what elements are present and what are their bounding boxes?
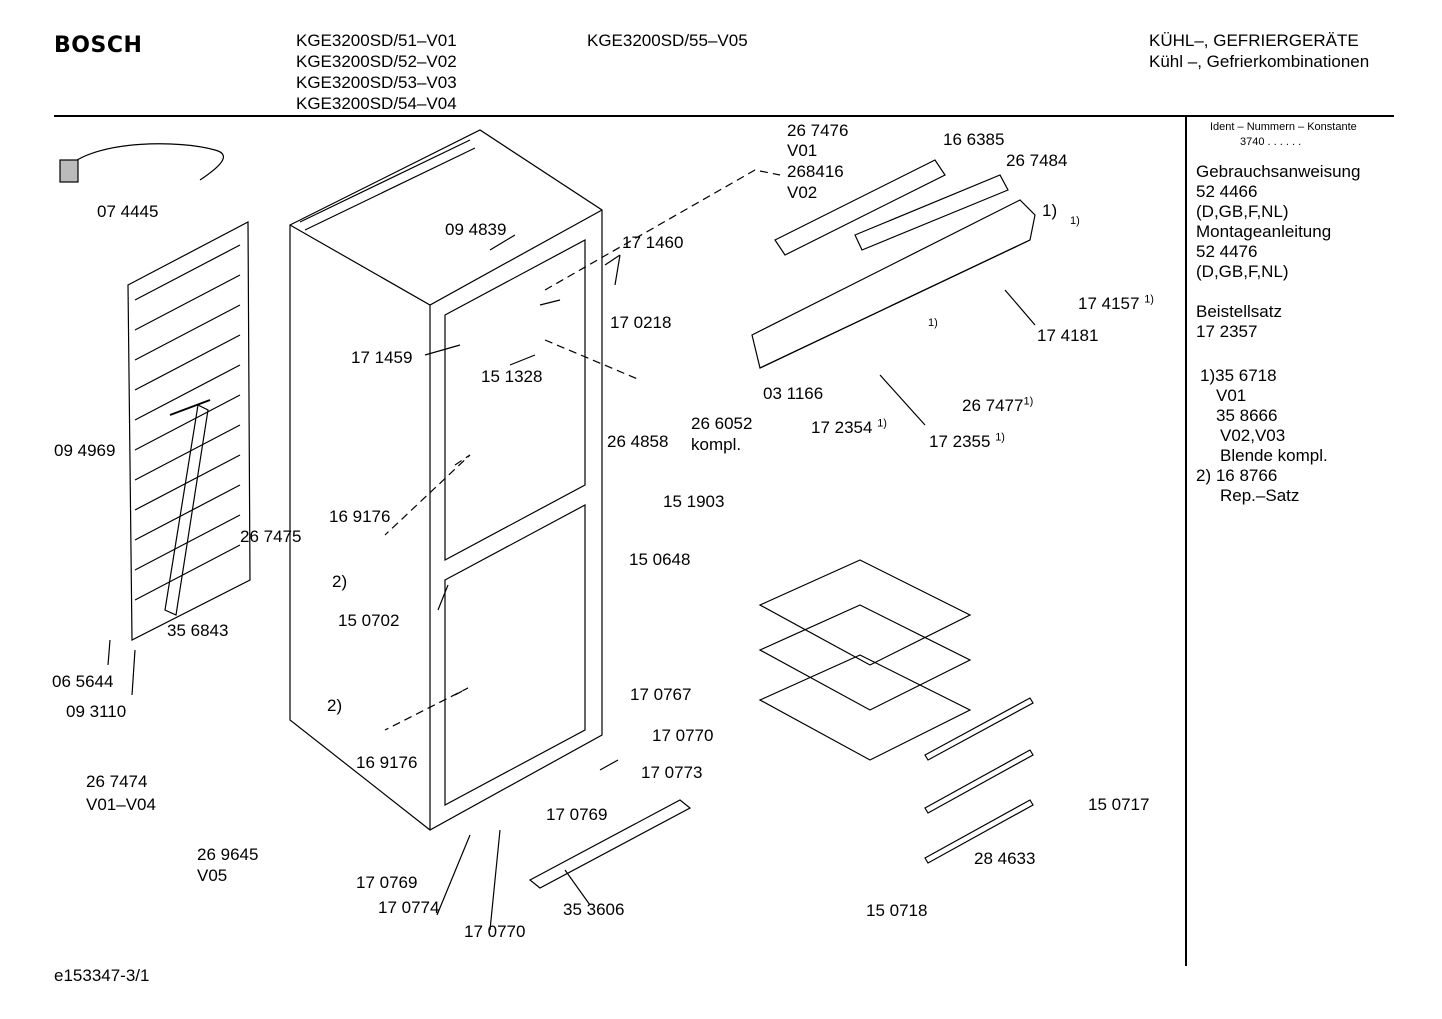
part-label: 16 9176 bbox=[356, 753, 418, 772]
model-item: KGE3200SD/53–V03 bbox=[296, 73, 457, 92]
control-panel bbox=[751, 159, 1036, 369]
part-label: 17 0770 bbox=[652, 726, 714, 745]
part-label: 28 4633 bbox=[974, 849, 1036, 868]
part-label: 03 1166 bbox=[763, 384, 824, 403]
part-label: 15 1903 bbox=[663, 492, 725, 511]
note-ref: 1) bbox=[928, 317, 938, 329]
note-line: 1)35 6718 bbox=[1200, 366, 1277, 385]
part-label: 15 0717 bbox=[1088, 795, 1150, 814]
note-line: 2) 16 8766 bbox=[1196, 466, 1278, 485]
part-label: 17 2355 1) bbox=[929, 431, 1005, 451]
variant-label: V01 bbox=[787, 141, 818, 160]
doc-line: Montageanleitung bbox=[1196, 222, 1332, 241]
note-ref: 2) bbox=[327, 696, 343, 715]
part-label: 17 0774 bbox=[378, 898, 440, 917]
part-label: 17 4181 bbox=[1037, 326, 1099, 345]
part-label: 06 5644 bbox=[52, 672, 114, 691]
shelf-rails bbox=[924, 697, 1034, 864]
part-label: 35 6843 bbox=[167, 621, 229, 640]
part-label: 15 1328 bbox=[481, 367, 543, 386]
doc-line: (D,GB,F,NL) bbox=[1196, 262, 1289, 281]
part-label: 09 3110 bbox=[66, 702, 127, 721]
note-line: V02,V03 bbox=[1220, 426, 1286, 445]
plinth-trim bbox=[528, 799, 692, 889]
part-label: 26 7476 bbox=[787, 121, 849, 140]
title-line-1: KÜHL–, GEFRIERGERÄTE bbox=[1149, 31, 1359, 50]
model-item: KGE3200SD/54–V04 bbox=[296, 94, 457, 113]
drawing-code: e153347-3/1 bbox=[54, 966, 150, 985]
part-label: 16 9176 bbox=[329, 507, 391, 526]
model-item: KGE3200SD/51–V01 bbox=[296, 31, 457, 50]
doc-line: (D,GB,F,NL) bbox=[1196, 202, 1289, 221]
part-label: 26 4858 bbox=[607, 432, 669, 451]
part-label: 17 0770 bbox=[464, 922, 526, 941]
variant-label: V05 bbox=[197, 866, 228, 885]
part-label: 26 7475 bbox=[240, 527, 302, 546]
leader-lines bbox=[107, 234, 1036, 931]
part-label: 17 1459 bbox=[351, 348, 413, 367]
note-line: Blende kompl. bbox=[1220, 446, 1328, 465]
part-label: 17 2354 1) bbox=[811, 417, 887, 437]
shelves bbox=[758, 559, 972, 761]
part-label: 26 6052 bbox=[691, 414, 753, 433]
model-list: KGE3200SD/51–V01 KGE3200SD/52–V02 KGE320… bbox=[296, 30, 457, 114]
part-label: 17 0218 bbox=[610, 313, 672, 332]
doc-line: Gebrauchsanweisung bbox=[1196, 162, 1361, 181]
note-line: Rep.–Satz bbox=[1220, 486, 1300, 505]
note-line: 35 8666 bbox=[1216, 406, 1278, 425]
sidebar-docs: Gebrauchsanweisung 52 4466 (D,GB,F,NL) M… bbox=[1196, 162, 1360, 342]
model-item: KGE3200SD/52–V02 bbox=[296, 52, 457, 71]
part-label: 15 0648 bbox=[629, 550, 691, 569]
part-label: 26 7474 bbox=[86, 772, 148, 791]
part-label: 17 0773 bbox=[641, 763, 703, 782]
model-item-v05: KGE3200SD/55–V05 bbox=[587, 31, 748, 50]
ident-label: Ident – Nummern – Konstante bbox=[1210, 121, 1357, 133]
page-title: KÜHL–, GEFRIERGERÄTE Kühl –, Gefrierkomb… bbox=[1149, 30, 1369, 72]
part-label: 15 0718 bbox=[866, 901, 928, 920]
part-label: 35 3606 bbox=[563, 900, 625, 919]
sidebar-notes: 1)35 6718 V01 35 8666 V02,V03 Blende kom… bbox=[1196, 366, 1328, 506]
part-label: 17 0769 bbox=[546, 805, 608, 824]
part-label: 26 7484 bbox=[1006, 151, 1068, 170]
part-label: 09 4839 bbox=[445, 220, 507, 239]
cabinet-body bbox=[289, 129, 603, 831]
part-label: 268416 bbox=[787, 162, 844, 181]
note-ref: 1) bbox=[1070, 215, 1080, 227]
part-label: 17 4157 1) bbox=[1078, 293, 1154, 313]
note-ref: 1) bbox=[1042, 201, 1058, 220]
part-label: 26 9645 bbox=[197, 845, 259, 864]
part-label: 16 6385 bbox=[943, 130, 1005, 149]
beistellsatz-value: 17 2357 bbox=[1196, 322, 1258, 341]
part-label: 26 74771) bbox=[962, 395, 1034, 415]
variant-label: V02 bbox=[787, 183, 818, 202]
variant-label: V01–V04 bbox=[86, 795, 156, 814]
brand-logo: BOSCH bbox=[54, 33, 143, 58]
part-label: 07 4445 bbox=[97, 202, 159, 221]
power-cable bbox=[59, 143, 224, 183]
condenser-coil bbox=[127, 221, 251, 641]
part-label: 17 1460 bbox=[622, 233, 684, 252]
doc-line: 52 4476 bbox=[1196, 242, 1258, 261]
note-line: V01 bbox=[1216, 386, 1247, 405]
part-label: 15 0702 bbox=[338, 611, 400, 630]
ident-value: 3740 . . . . . . bbox=[1240, 136, 1302, 148]
part-label: 17 0769 bbox=[356, 873, 418, 892]
title-line-2: Kühl –, Gefrierkombinationen bbox=[1149, 52, 1370, 71]
part-label: kompl. bbox=[691, 435, 742, 454]
doc-line: Beistellsatz bbox=[1196, 302, 1282, 321]
note-ref: 2) bbox=[332, 572, 348, 591]
part-label: 09 4969 bbox=[54, 441, 116, 460]
doc-line: 52 4466 bbox=[1196, 182, 1258, 201]
part-label: 17 0767 bbox=[630, 685, 692, 704]
